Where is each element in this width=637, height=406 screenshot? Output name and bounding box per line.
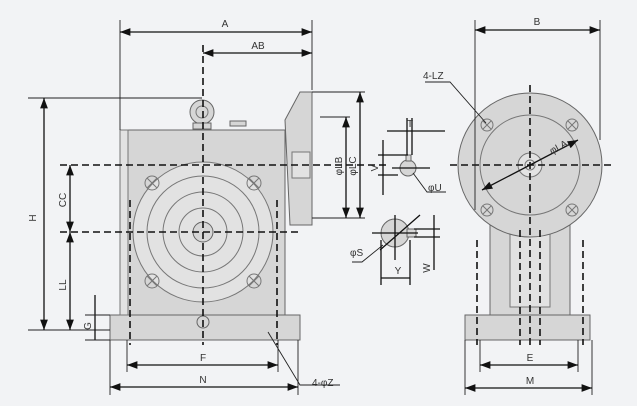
dim-label-W: W: [422, 263, 433, 273]
side-view: [450, 85, 615, 345]
breather-plug: [229, 120, 247, 127]
dim-label-N: N: [199, 375, 206, 386]
dim-label-S: φS: [350, 248, 363, 259]
dim-label-T: T: [407, 119, 413, 130]
front-view: [60, 45, 390, 345]
dim-label-Z: 4-φZ: [312, 378, 333, 389]
dim-label-V: V: [370, 164, 381, 171]
dim-label-LB: φLB: [334, 156, 345, 175]
dim-label-CC: CC: [58, 193, 69, 207]
dim-label-AB: AB: [251, 41, 265, 52]
dim-label-LL: LL: [58, 279, 69, 291]
dim-label-B: B: [534, 17, 541, 28]
dim-label-G: G: [83, 322, 94, 330]
dim-label-Y: Y: [395, 266, 402, 277]
dim-label-U: φU: [428, 183, 442, 194]
dim-label-LZ: 4-LZ: [423, 71, 444, 82]
side-dimensions: [425, 20, 601, 395]
dim-label-M: M: [526, 376, 534, 387]
dim-label-E: E: [527, 353, 534, 364]
shaft-key-details: [352, 118, 446, 285]
dim-label-A: A: [222, 19, 229, 30]
dim-label-H: H: [28, 214, 39, 221]
front-dimensions: [28, 20, 365, 395]
side-base-plate: [464, 314, 591, 341]
eyebolt: [189, 99, 215, 125]
dim-label-F: F: [200, 353, 206, 364]
dim-label-LC: φLC: [348, 156, 359, 175]
